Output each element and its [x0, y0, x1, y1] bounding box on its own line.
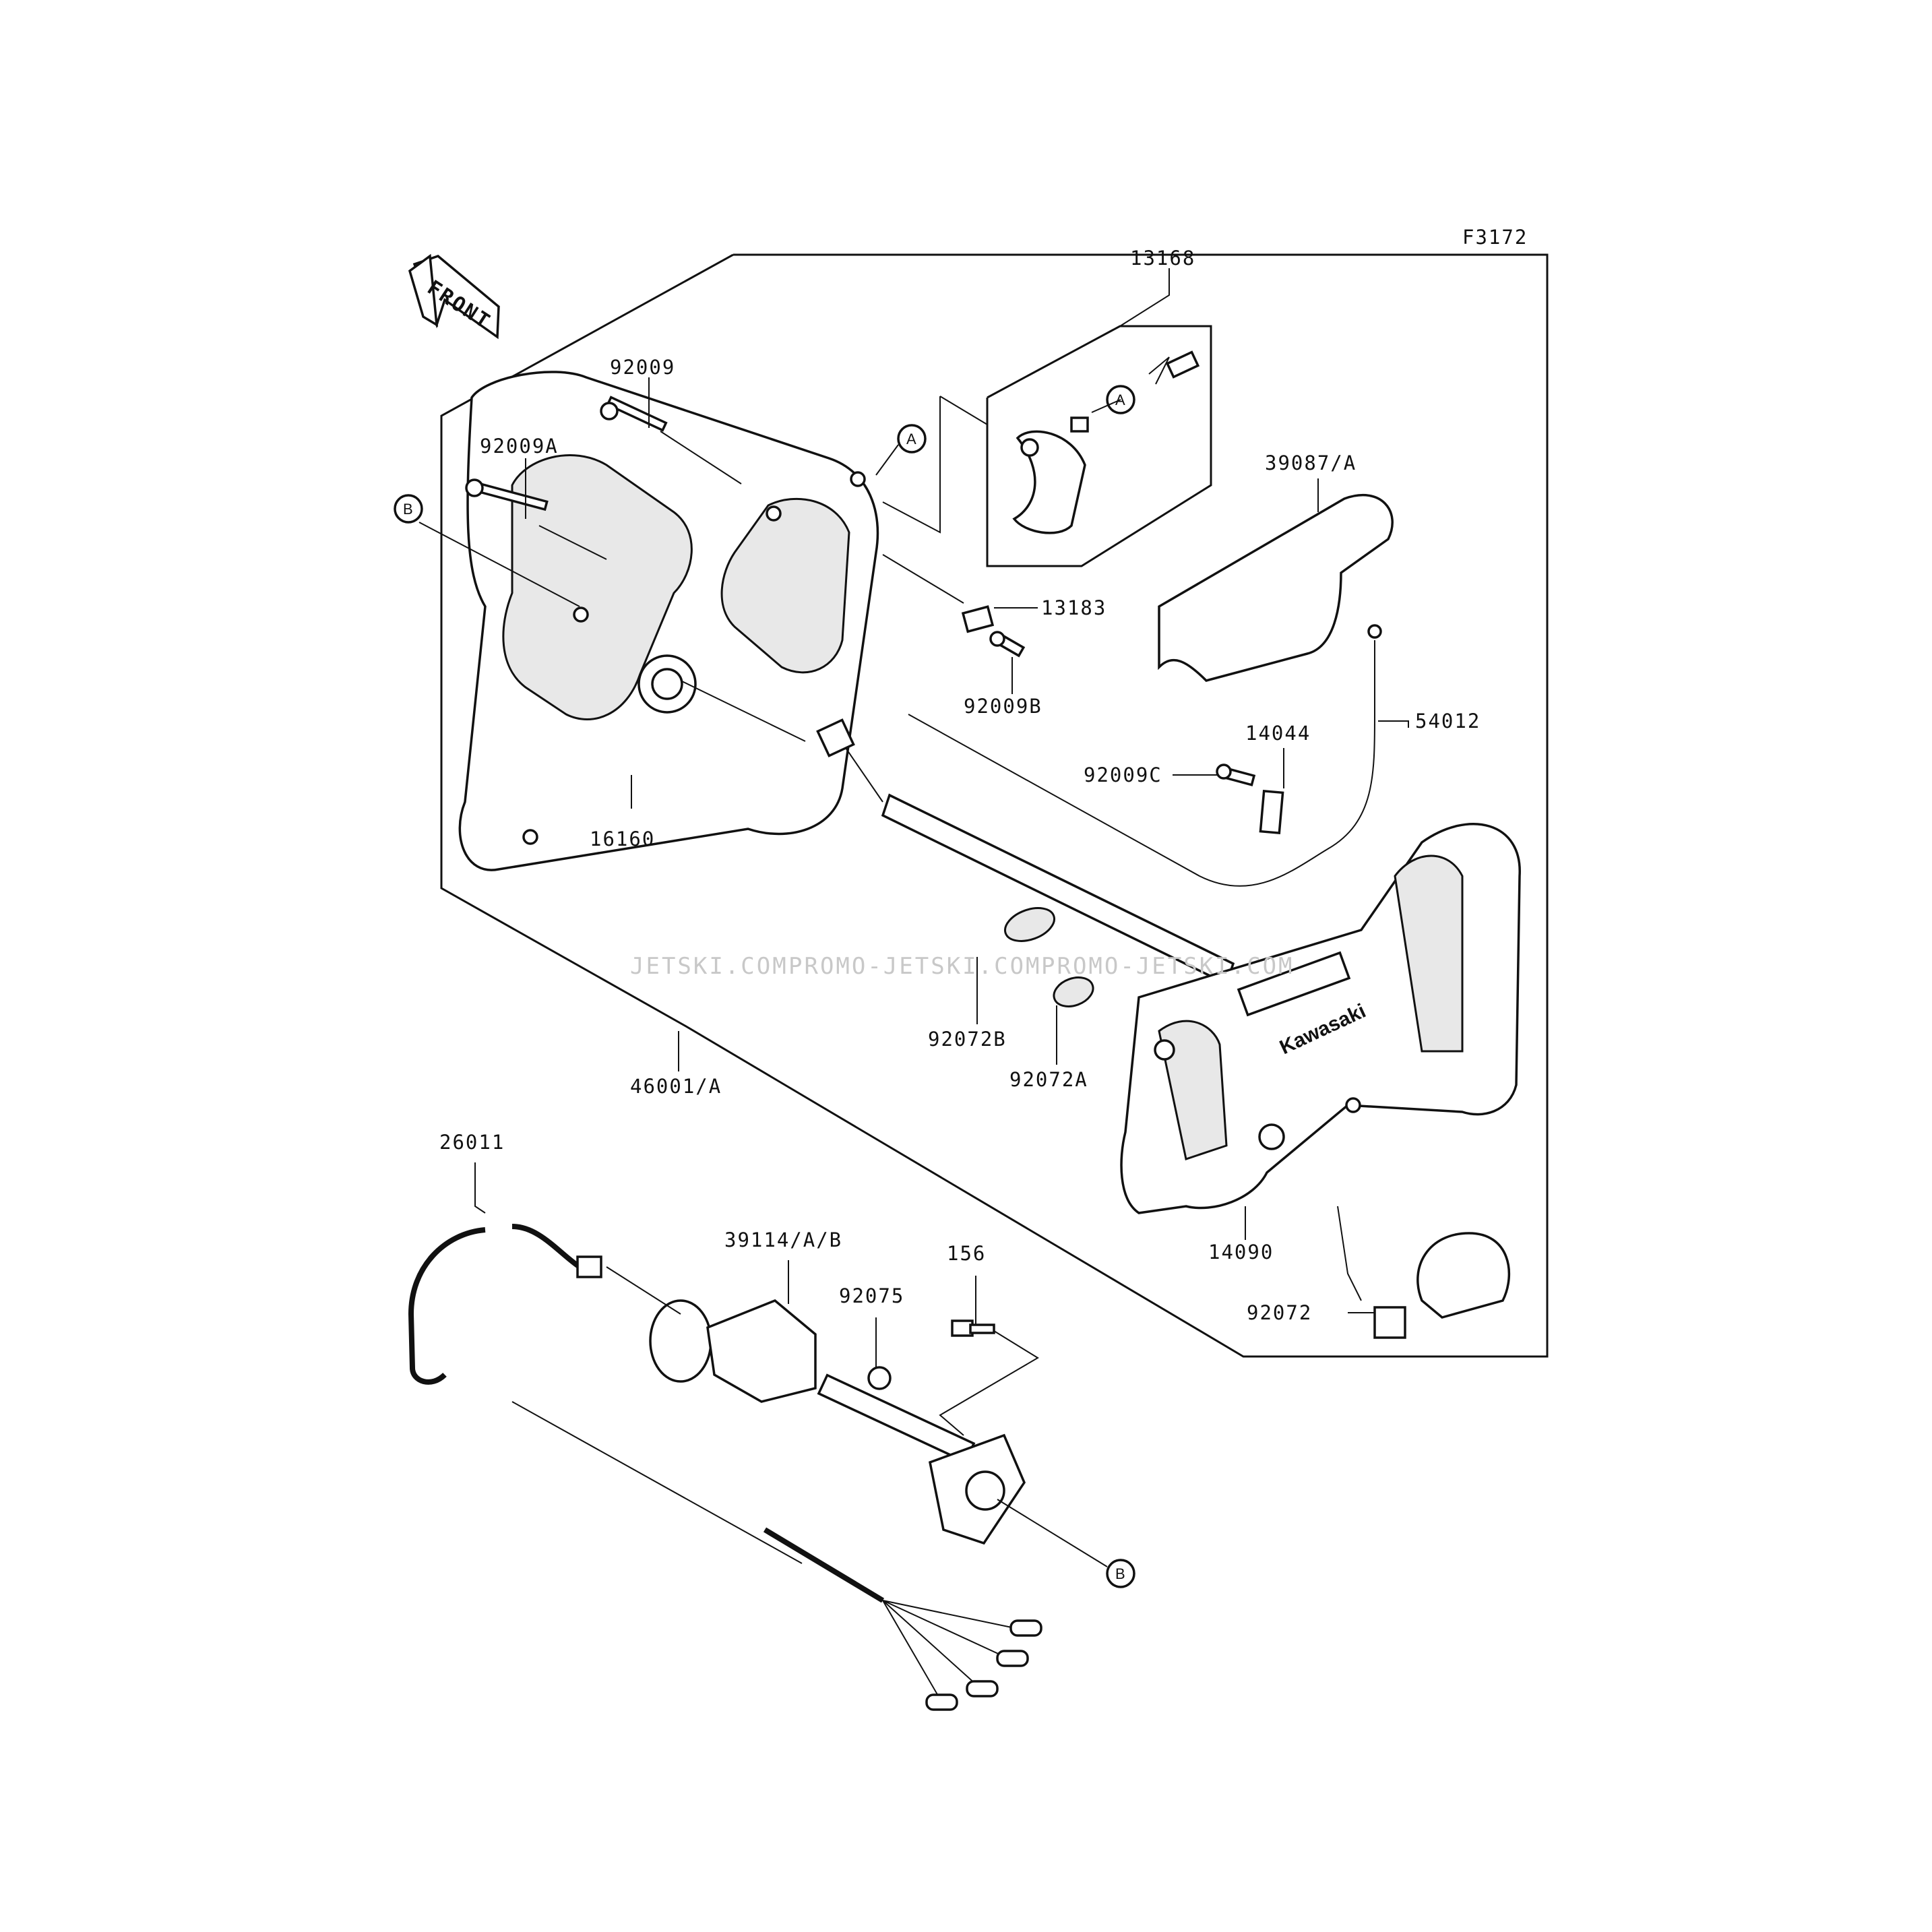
front-arrow-icon: FRONT: [408, 253, 500, 340]
clamp-92072B: [1004, 907, 1055, 942]
svg-text:B: B: [403, 501, 413, 518]
part-label-92009A: 92009A: [480, 435, 559, 458]
part-label-14090: 14090: [1208, 1241, 1274, 1264]
plate-13183: [961, 605, 995, 633]
lever-13168: [1012, 350, 1200, 534]
leader-lines: [418, 268, 1409, 1567]
screw-92075: [867, 1366, 892, 1390]
cable-54012: [908, 640, 1375, 887]
part-label-46001A: 46001/A: [630, 1075, 722, 1098]
watermark-1: JETSKI.COM: [630, 953, 788, 980]
part-label-54012: 54012: [1415, 710, 1481, 733]
part-label-13168: 13168: [1130, 247, 1195, 270]
part-label-92072B: 92072B: [928, 1028, 1007, 1051]
throttle-39114: [649, 1299, 1026, 1545]
bolt-156: [951, 1319, 995, 1337]
bolt-92009: [600, 396, 668, 432]
callout-A-top: A: [897, 424, 927, 454]
harness-26011: [408, 1224, 1042, 1711]
part-label-39114AB: 39114/A/B: [724, 1228, 842, 1251]
clip-14044: [1259, 789, 1284, 835]
callout-B-bottom: B: [1106, 1559, 1135, 1588]
harness-spring: [816, 718, 1235, 986]
watermark-2: PROMO-JETSKI.COM: [788, 953, 1042, 980]
bolt-92009B: [989, 631, 1026, 658]
part-label-13183: 13183: [1041, 596, 1107, 619]
callout-B-top: B: [394, 494, 423, 524]
clamp-92072A: [1053, 976, 1094, 1007]
part-label-26011: 26011: [439, 1131, 505, 1154]
part-label-156: 156: [947, 1242, 986, 1265]
part-label-92075: 92075: [839, 1284, 904, 1307]
part-label-92072A: 92072A: [1009, 1068, 1088, 1091]
bolt-92009A: [465, 478, 549, 511]
svg-text:A: A: [906, 431, 916, 447]
part-label-92072: 92072: [1247, 1301, 1312, 1324]
part-label-92009B: 92009B: [964, 695, 1042, 718]
watermark-3: PROMO-JETSKI.COM: [1041, 953, 1295, 980]
part-label-14044: 14044: [1245, 722, 1311, 745]
case-housing-16160: [458, 371, 879, 871]
part-label-16160: 16160: [590, 828, 655, 850]
assembly-outline: [440, 253, 1549, 1358]
svg-text:B: B: [1115, 1565, 1125, 1582]
cover-39087A: [1158, 494, 1394, 682]
bolt-92009C: [1216, 764, 1256, 786]
band-clamp-92072: [1337, 1206, 1511, 1339]
handlebar-14090: Kawasaki: [1120, 823, 1521, 1214]
part-label-92009C: 92009C: [1084, 764, 1162, 786]
part-label-92009: 92009: [610, 356, 675, 379]
part-label-39087A: 39087/A: [1265, 451, 1357, 474]
figure-code: F3172: [1462, 226, 1528, 249]
